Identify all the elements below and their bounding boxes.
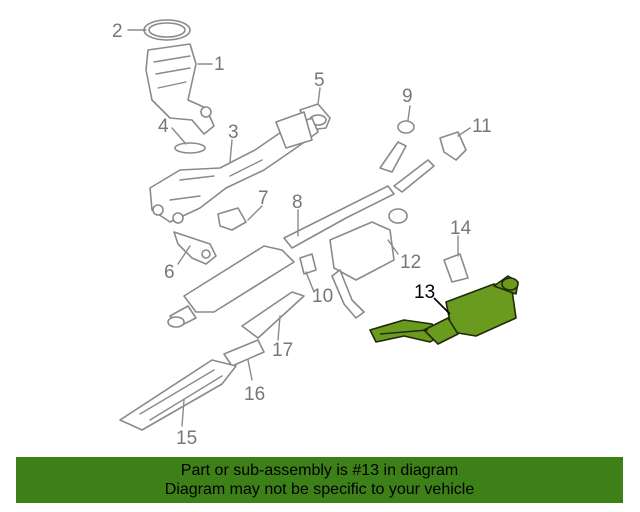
part-17-heat-shield bbox=[241, 291, 305, 339]
leader-lines bbox=[127, 29, 471, 427]
callout-10: 10 bbox=[312, 286, 333, 307]
part-16-shield bbox=[223, 339, 265, 367]
part-15-heat-shield bbox=[119, 359, 237, 431]
callout-12: 12 bbox=[400, 252, 421, 273]
callout-9: 9 bbox=[402, 86, 413, 107]
banner-line-2: Diagram may not be specific to your vehi… bbox=[164, 481, 475, 498]
part-1-catalytic-converter bbox=[145, 43, 215, 135]
callout-13: 13 bbox=[414, 282, 435, 303]
part-13-muffler-assembly bbox=[369, 275, 519, 345]
callout-15: 15 bbox=[176, 428, 197, 449]
callout-7: 7 bbox=[258, 188, 269, 209]
callout-8: 8 bbox=[292, 192, 303, 213]
callout-4: 4 bbox=[158, 116, 169, 137]
part-10-rubber-hanger bbox=[299, 253, 317, 275]
part-7-bracket bbox=[217, 207, 247, 231]
callout-17: 17 bbox=[272, 340, 293, 361]
callout-11: 11 bbox=[472, 116, 492, 137]
part-11-hanger bbox=[439, 131, 467, 161]
callout-14: 14 bbox=[450, 218, 472, 239]
part-3-front-pipe bbox=[149, 111, 319, 224]
callout-16: 16 bbox=[244, 384, 265, 405]
callout-5: 5 bbox=[314, 70, 325, 91]
callout-6: 6 bbox=[164, 262, 175, 283]
part-8-center-pipe bbox=[167, 141, 435, 328]
part-9-gasket bbox=[397, 120, 415, 134]
callout-2: 2 bbox=[112, 21, 123, 42]
part-2-gasket bbox=[143, 19, 191, 41]
callout-1: 1 bbox=[214, 54, 225, 75]
callout-3: 3 bbox=[228, 122, 239, 143]
part-12-muffler bbox=[329, 208, 408, 319]
banner-line-1: Part or sub-assembly is #13 in diagram bbox=[180, 462, 459, 479]
notice-banner: Part or sub-assembly is #13 in diagram D… bbox=[16, 457, 623, 503]
part-6-hanger bbox=[173, 231, 217, 265]
part-4-gasket bbox=[174, 142, 206, 154]
part-14-bracket bbox=[443, 253, 469, 283]
callout-labels: 2 1 5 9 4 3 11 7 8 14 12 6 10 13 17 16 1… bbox=[112, 21, 492, 449]
